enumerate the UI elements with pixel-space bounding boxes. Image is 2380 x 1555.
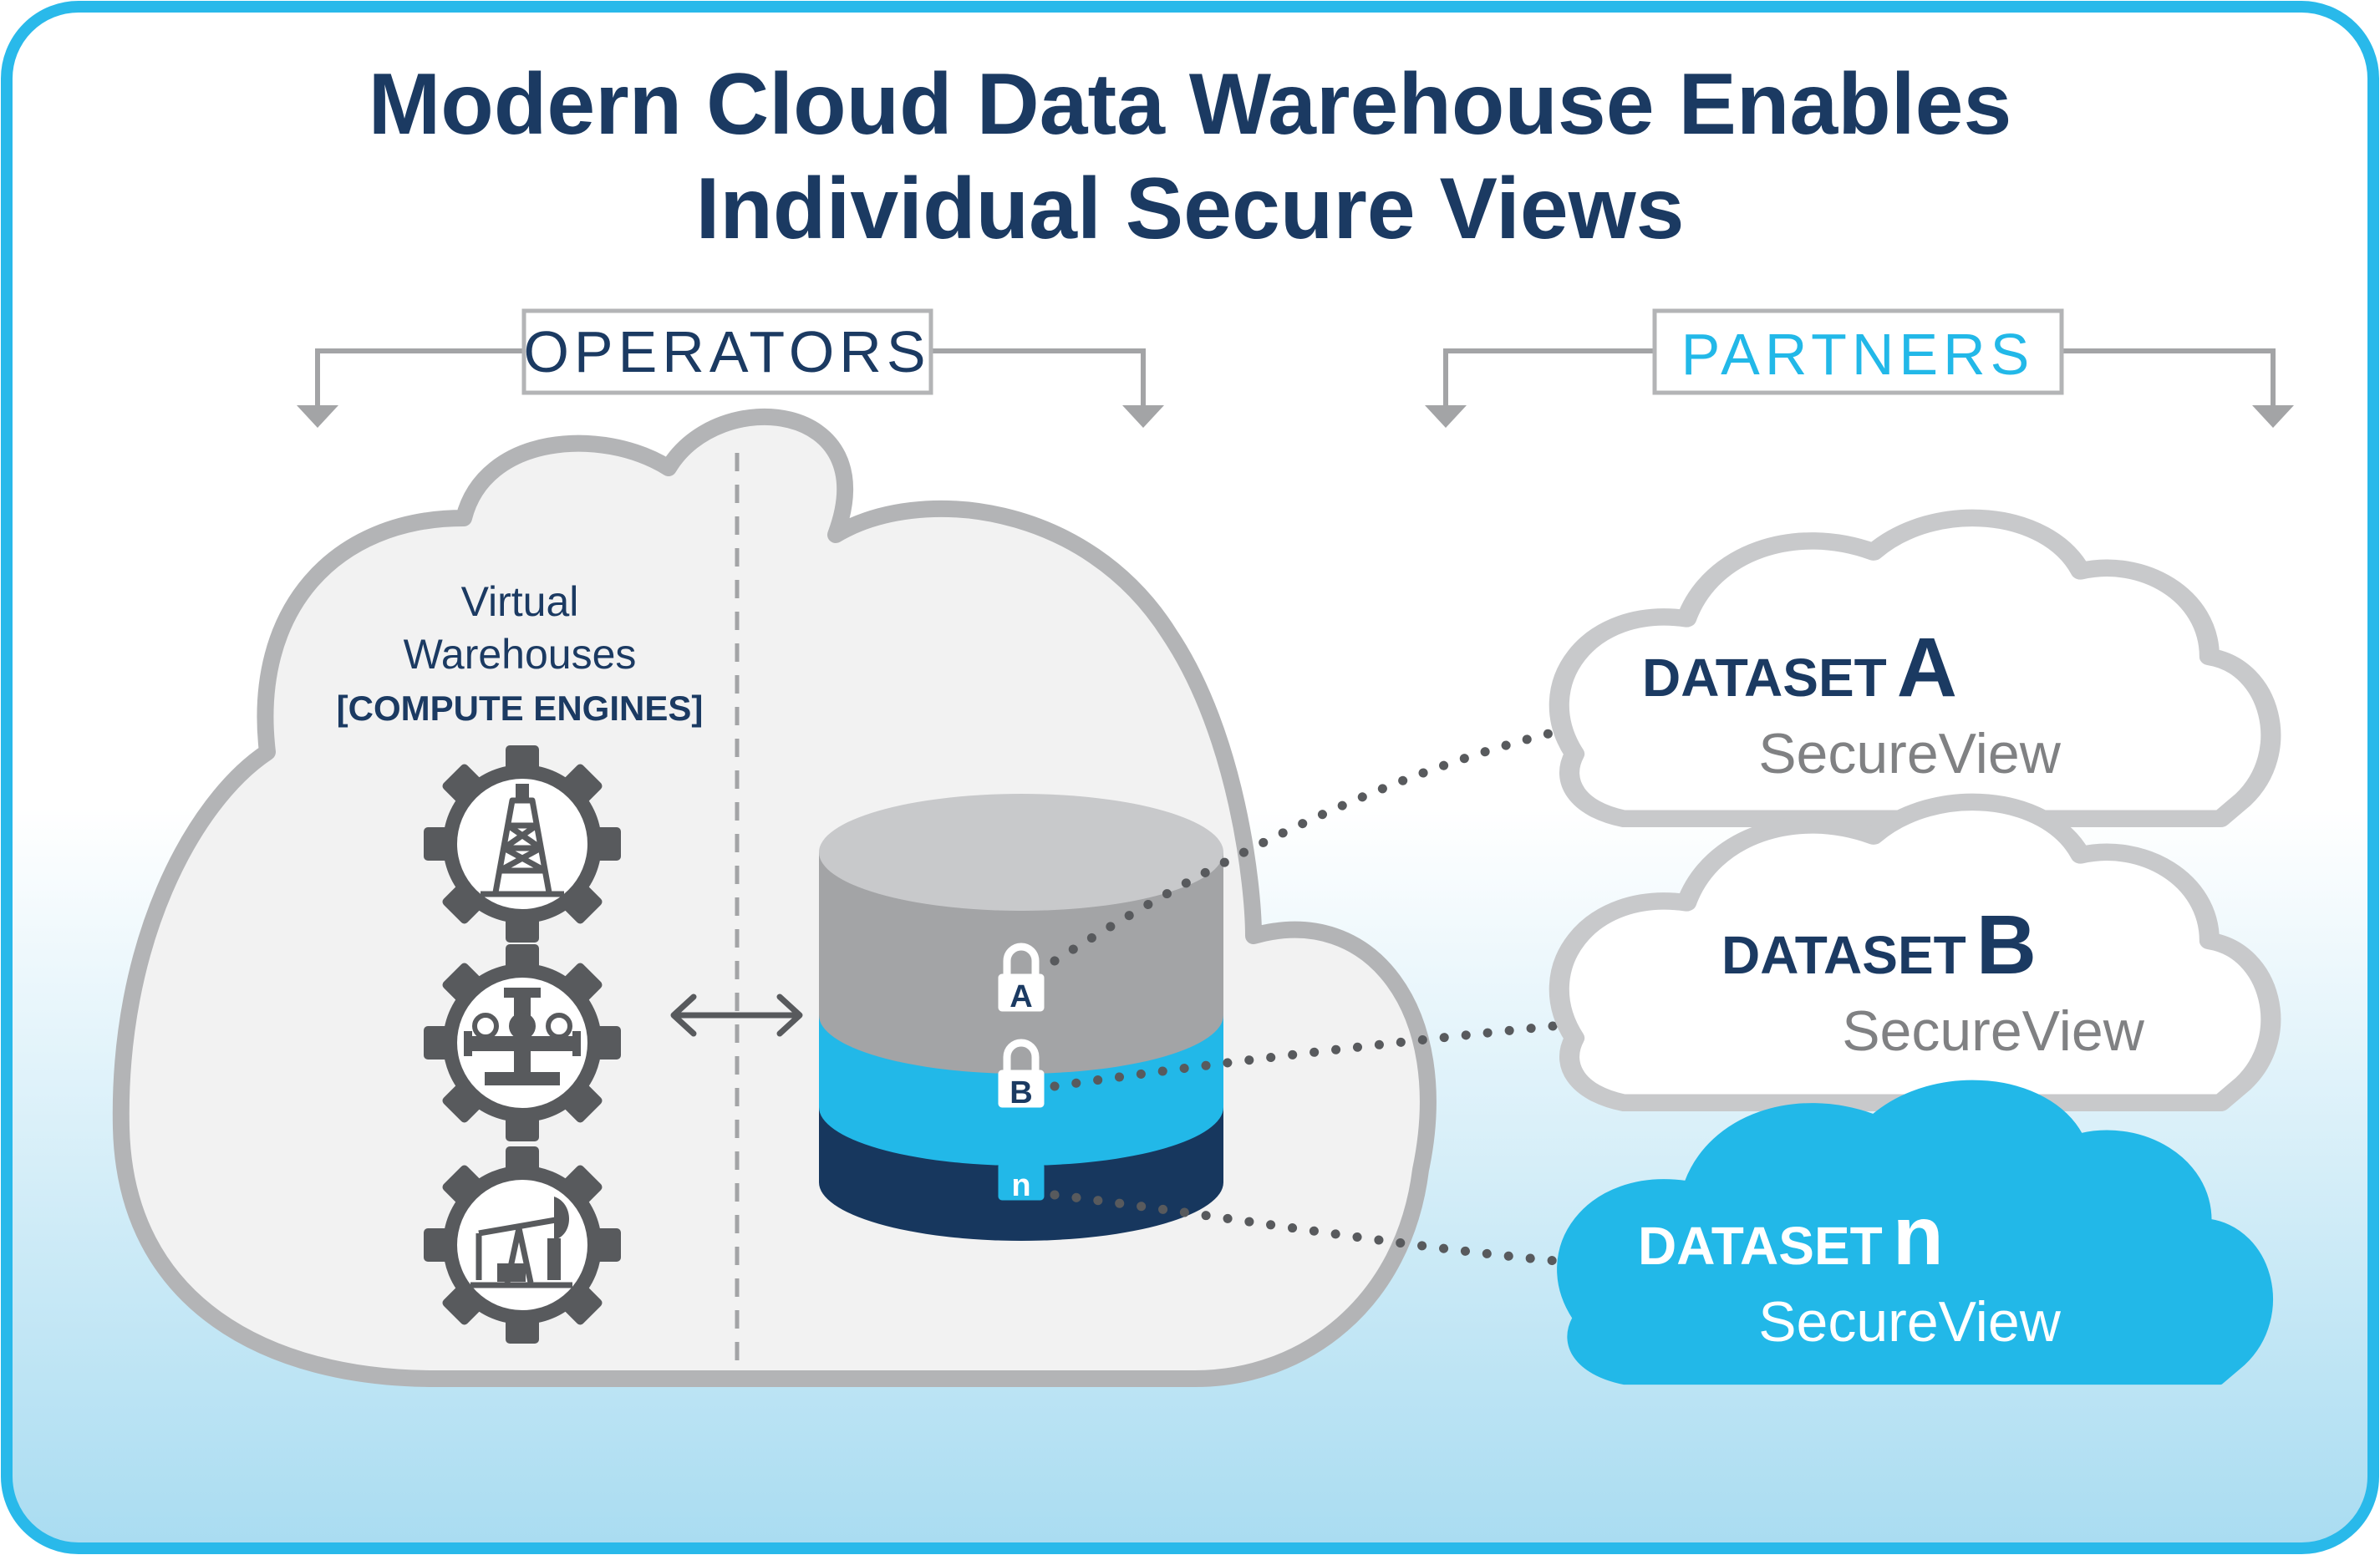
lock-n-label: n	[1011, 1168, 1030, 1203]
title-line-2: Individual Secure Views	[696, 160, 1685, 257]
virtual-warehouses-line-1: Virtual	[461, 578, 579, 625]
partners-label: PARTNERS	[1681, 322, 2035, 387]
operators-bracket	[315, 348, 1146, 408]
compute-engines-label: [COMPUTE ENGINES]	[337, 689, 704, 728]
lock-b-label: B	[1009, 1075, 1032, 1110]
operators-label-box	[521, 308, 933, 395]
pumpjack-gear-icon	[424, 1146, 621, 1344]
title-line-1: Modern Cloud Data Warehouse Enables	[369, 56, 2012, 153]
bidirectional-arrow-icon	[670, 993, 803, 1037]
dataset-a-secureview: SecureView	[1758, 722, 2062, 785]
partners-label-box	[1652, 308, 2064, 395]
lock-a-label: A	[1009, 979, 1032, 1014]
dotted-connectors	[1050, 714, 1668, 1271]
dataset-b-secureview: SecureView	[1842, 999, 2145, 1063]
operators-label: OPERATORS	[523, 319, 930, 384]
oil-derrick-gear-icon	[424, 745, 621, 943]
partners-bracket	[1443, 348, 2276, 408]
wellhead-valve-gear-icon	[424, 944, 621, 1141]
partners-arrowheads	[1425, 405, 2294, 428]
operators-arrowheads	[297, 405, 1164, 428]
dataset-n-secureview: SecureView	[1758, 1290, 2062, 1354]
virtual-warehouses-line-2: Warehouses	[404, 631, 637, 678]
